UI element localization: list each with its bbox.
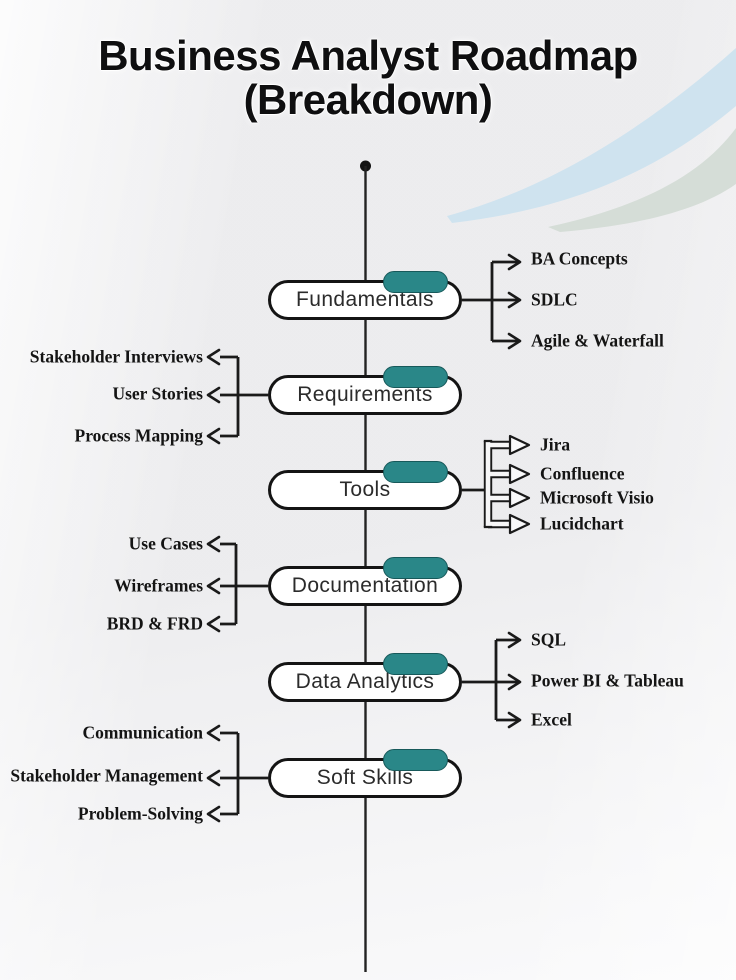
arrowheads-soft-skills <box>206 724 221 823</box>
swirl-blue-decoration <box>447 48 736 223</box>
connector-tools-outline <box>483 440 511 529</box>
branch-label-brd-frd: BRD & FRD <box>106 613 203 634</box>
branch-label-sql: SQL <box>531 629 567 650</box>
branch-label-stakeholder-interviews: Stakeholder Interviews <box>29 346 203 367</box>
pill-tab-icon <box>383 271 448 293</box>
branch-label-sdlc: SDLC <box>531 289 578 310</box>
node-pill-data-analytics: Data Analytics <box>268 653 462 702</box>
node-label-tools: Tools <box>339 478 391 501</box>
branch-label-use-cases: Use Cases <box>128 533 203 554</box>
branch-label-agile-waterfall: Agile & Waterfall <box>531 330 664 351</box>
title-line-1: Business Analyst Roadmap <box>98 32 638 79</box>
branch-label-wireframes: Wireframes <box>114 575 203 596</box>
node-label-documentation: Documentation <box>291 574 439 597</box>
branch-label-ba-concepts: BA Concepts <box>531 248 628 269</box>
page-title: Business Analyst Roadmap (Breakdown) <box>0 34 736 121</box>
branch-label-user-stories: User Stories <box>112 383 203 404</box>
hollow-arrowhead-confluence <box>508 463 531 485</box>
hollow-arrowhead-jira <box>508 434 531 456</box>
hollow-arrowhead-visio <box>508 487 531 509</box>
node-label-requirements: Requirements <box>297 383 433 406</box>
branch-label-confluence: Confluence <box>540 463 625 484</box>
hollow-arrowhead-lucidchart <box>508 513 531 535</box>
node-pill-soft-skills: Soft Skills <box>268 749 462 798</box>
connector-tools-hollow-core <box>485 441 511 527</box>
arrowheads-documentation <box>206 535 221 633</box>
branch-label-process-mapping: Process Mapping <box>74 425 204 446</box>
pill-tab-icon <box>383 653 448 675</box>
branch-label-jira: Jira <box>540 434 571 455</box>
branch-label-microsoft-visio: Microsoft Visio <box>540 487 654 508</box>
pill-tab-icon <box>383 749 448 771</box>
branch-label-powerbi-tableau: Power BI & Tableau <box>531 670 684 691</box>
connector-documentation <box>220 542 268 626</box>
node-label-soft-skills: Soft Skills <box>316 766 414 789</box>
pill-tab-icon <box>383 461 448 483</box>
branch-label-stakeholder-management: Stakeholder Management <box>10 765 203 786</box>
arrowheads-data-analytics <box>507 631 522 729</box>
node-pill-documentation: Documentation <box>268 557 462 606</box>
connector-data-analytics <box>462 638 518 722</box>
pill-tab-icon <box>383 366 448 388</box>
node-label-fundamentals: Fundamentals <box>296 288 434 311</box>
node-pill-requirements: Requirements <box>268 366 462 415</box>
connector-tools-caps <box>483 439 493 529</box>
arrowheads-fundamentals <box>507 253 522 350</box>
node-pill-tools: Tools <box>268 461 462 510</box>
pill-tab-icon <box>383 557 448 579</box>
branch-label-lucidchart: Lucidchart <box>540 513 624 534</box>
title-line-2: (Breakdown) <box>243 75 493 123</box>
connector-fundamentals <box>462 260 518 343</box>
connector-soft-skills <box>220 731 268 816</box>
swirl-sage-decoration <box>548 128 736 232</box>
connector-requirements <box>220 355 268 438</box>
branch-label-problem-solving: Problem-Solving <box>77 803 203 824</box>
arrowheads-requirements <box>206 348 221 445</box>
node-label-data-analytics: Data Analytics <box>295 670 435 693</box>
branch-label-excel: Excel <box>531 709 572 730</box>
branch-label-communication: Communication <box>82 722 203 743</box>
node-pill-fundamentals: Fundamentals <box>268 271 462 320</box>
